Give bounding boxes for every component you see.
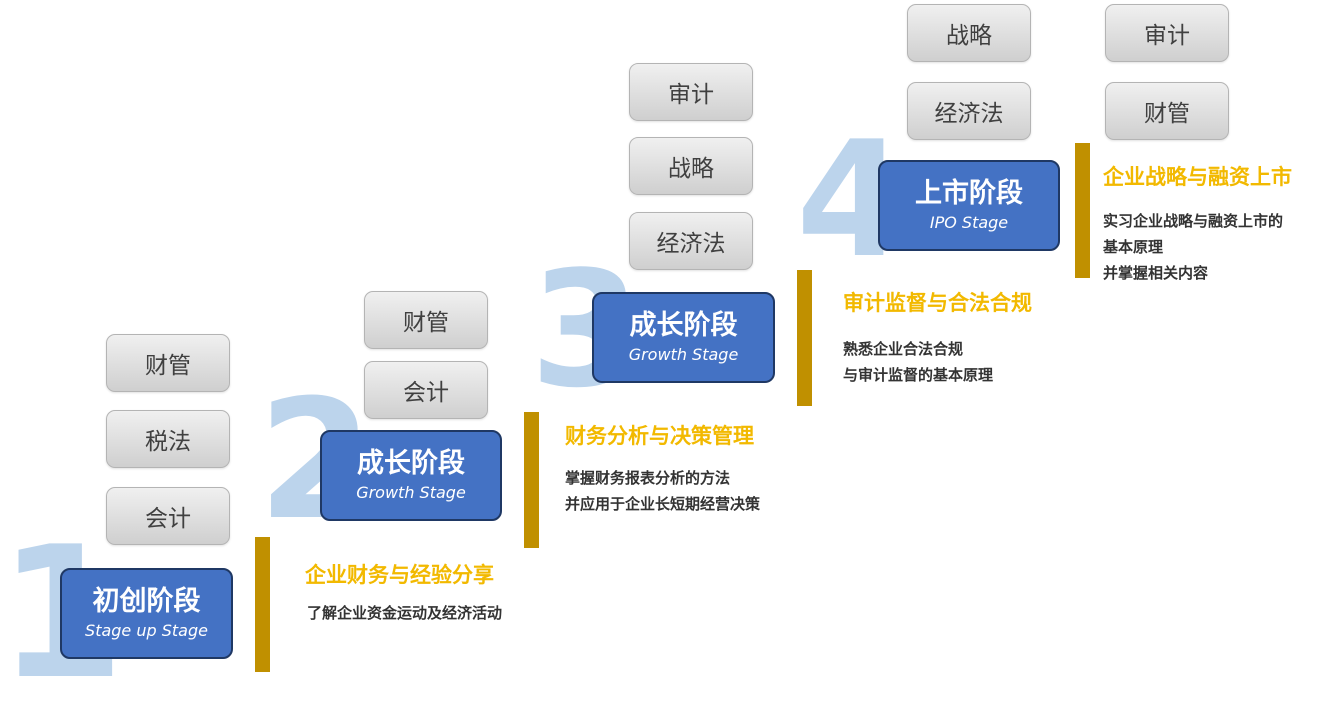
stage-4-desc-line-1: 实习企业战略与融资上市的 [1103,212,1284,230]
stage-3-box: 成长阶段 Growth Stage [592,292,775,383]
stage-1-tag-shuifa: 税法 [106,410,230,468]
stage-3-gold-bar [797,270,812,406]
stage-4-tag-caiguan: 财管 [1105,82,1229,140]
stage-4-tag-jingjifa: 经济法 [907,82,1031,140]
stage-1-box: 初创阶段 Stage up Stage [60,568,233,659]
stage-4-description: 实习企业战略与融资上市的 基本原理 并掌握相关内容 [1103,208,1283,286]
stage-4-tag-zhanlue: 战略 [907,4,1031,62]
stage-3-desc-line-1: 熟悉企业合法合规 [843,340,964,358]
stage-1-tag-kuaiji: 会计 [106,487,230,545]
stage-3-tag-zhanlue: 战略 [629,137,753,195]
stage-4-box: 上市阶段 IPO Stage [878,160,1060,251]
stage-3-heading: 审计监督与合法合规 [843,290,1032,315]
stage-3-title: 成长阶段 [629,310,738,342]
stage-1-desc-line: 了解企业资金运动及经济活动 [307,604,503,622]
stage-2-gold-bar [524,412,539,548]
stage-4-desc-line-3: 并掌握相关内容 [1103,264,1209,282]
stage-1-heading: 企业财务与经验分享 [305,562,494,587]
stage-1-gold-bar [255,537,270,672]
stage-2-tag-caiguan: 财管 [364,291,488,349]
stage-2-box: 成长阶段 Growth Stage [320,430,502,521]
stage-1-tag-caiguan: 财管 [106,334,230,392]
stage-3-description: 熟悉企业合法合规 与审计监督的基本原理 [843,336,993,388]
stage-1-description: 了解企业资金运动及经济活动 [307,600,502,626]
stage-4-title: 上市阶段 [915,178,1023,210]
stage-4-desc-line-2: 基本原理 [1103,238,1164,256]
stage-4-subtitle: IPO Stage [929,213,1009,233]
stage-3-desc-line-2: 与审计监督的基本原理 [843,366,994,384]
stage-2-heading: 财务分析与决策管理 [565,423,754,448]
stage-3-tag-jingjifa: 经济法 [629,212,753,270]
stage-2-desc-line-2: 并应用于企业长短期经营决策 [565,495,761,513]
stage-2-title: 成长阶段 [357,448,465,480]
stage-3-tag-shenji: 审计 [629,63,753,121]
stage-2-subtitle: Growth Stage [356,483,466,503]
stage-2-tag-kuaiji: 会计 [364,361,488,419]
stage-4-tag-shenji: 审计 [1105,4,1229,62]
stage-1-title: 初创阶段 [92,586,201,618]
stage-1-subtitle: Stage up Stage [85,621,208,641]
stage-2-desc-line-1: 掌握财务报表分析的方法 [565,469,731,487]
stage-4-gold-bar [1075,143,1090,278]
stage-4-heading: 企业战略与融资上市 [1103,164,1292,189]
stage-3-subtitle: Growth Stage [628,345,739,365]
stage-2-description: 掌握财务报表分析的方法 并应用于企业长短期经营决策 [565,465,760,517]
